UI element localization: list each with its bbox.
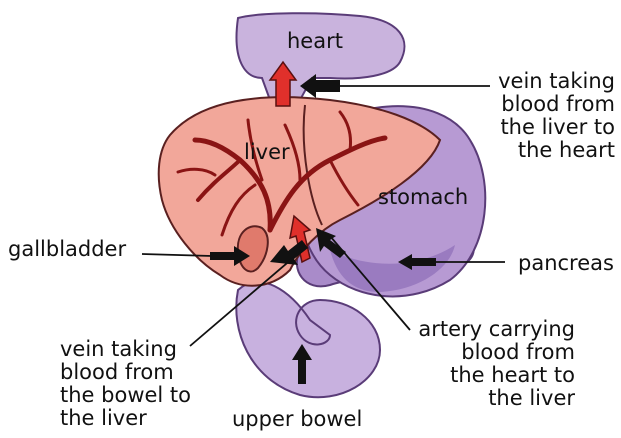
- heart-label: heart: [287, 30, 343, 53]
- upper-bowel-label: upper bowel: [232, 408, 362, 431]
- vein-bowel-to-liver-label: vein taking blood from the bowel to the …: [60, 338, 220, 430]
- liver-label: liver: [244, 141, 290, 164]
- stomach-label: stomach: [378, 186, 468, 209]
- pancreas-label: pancreas: [518, 252, 614, 275]
- upper-bowel-shape: [236, 282, 380, 397]
- vein-liver-to-heart-label: vein taking blood from the liver to the …: [490, 70, 615, 162]
- gallbladder-label: gallbladder: [8, 238, 126, 261]
- artery-heart-to-liver-label: artery carrying blood from the heart to …: [410, 318, 575, 410]
